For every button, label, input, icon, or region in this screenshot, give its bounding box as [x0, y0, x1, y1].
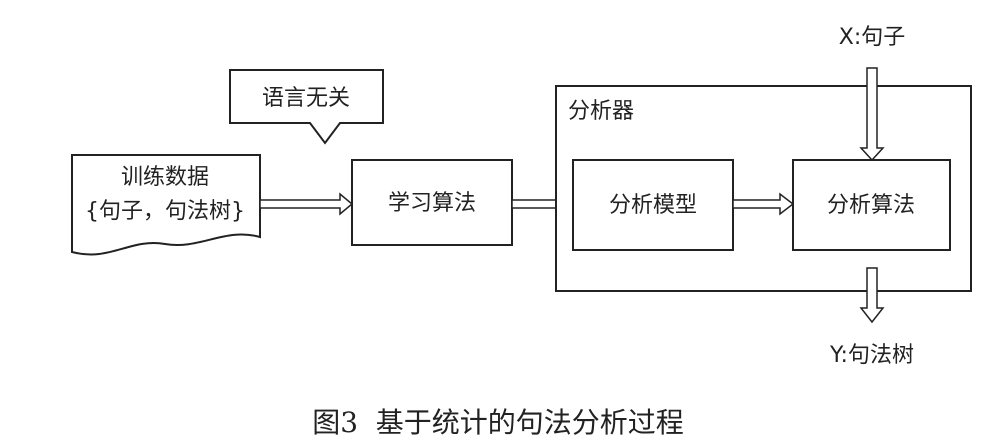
analysis-algorithm-label: 分析算法: [827, 193, 915, 218]
arrow-input-to-algorithm: [859, 67, 885, 162]
training-data-shape: [71, 154, 261, 256]
callout-bubble: [229, 69, 384, 145]
learning-algorithm-label: 学习算法: [388, 191, 476, 216]
arrow-data-to-learning: [259, 192, 354, 216]
input-label: X:句子: [839, 25, 905, 50]
training-data-label: 训练数据: [121, 165, 209, 190]
callout-label: 语言无关: [262, 86, 350, 111]
arrow-algorithm-to-output: [859, 267, 885, 324]
training-data-sublabel: {句子，句法树}: [85, 199, 245, 224]
figure-caption: 图3 基于统计的句法分析过程: [312, 406, 684, 439]
analysis-algorithm-box: [792, 159, 951, 251]
arrow-model-to-algorithm: [732, 192, 795, 216]
analysis-model-label: 分析模型: [609, 193, 697, 218]
analyzer-label: 分析器: [568, 99, 634, 124]
output-label: Y:句法树: [829, 343, 914, 368]
learning-algorithm-box: [351, 159, 513, 246]
